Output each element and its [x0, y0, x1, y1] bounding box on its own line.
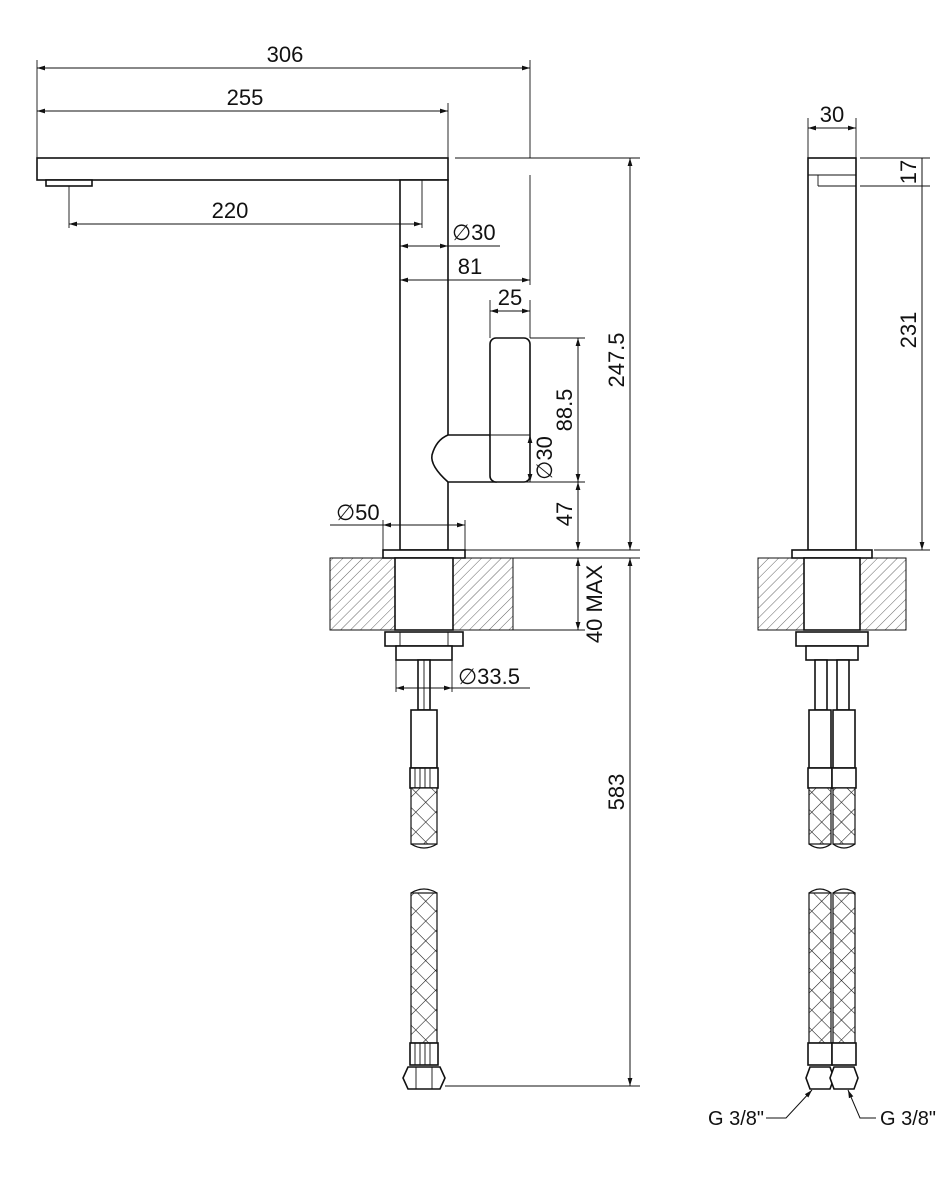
side-hose-nut-right — [829, 1066, 859, 1090]
connection-label-left: G 3/8" — [708, 1108, 764, 1130]
hose-nut — [402, 1066, 446, 1090]
dim-shank-diameter: ∅33.5 — [458, 664, 520, 689]
dim-handle-width: 25 — [498, 285, 522, 310]
side-deck-right — [859, 557, 907, 631]
dim-side-body-height: 231 — [896, 312, 921, 349]
deck-right — [452, 557, 514, 631]
dim-handle-length: 88.5 — [552, 389, 577, 432]
dim-total-height: 247.5 — [604, 332, 629, 387]
dim-side-body-width: 30 — [820, 102, 844, 127]
lever-handle — [489, 337, 531, 483]
hose-ferrule-top — [410, 709, 438, 769]
fixing-nut — [384, 631, 464, 647]
dim-spout-length: 255 — [227, 85, 264, 110]
side-view: 30 17 231 G 3/8" G 3/8" — [708, 102, 936, 1130]
dim-base-diameter: ∅50 — [336, 500, 380, 525]
faucet-body — [399, 179, 449, 551]
side-hose-nut-left — [805, 1066, 835, 1090]
side-hose-lower-left — [808, 892, 832, 1044]
side-body — [807, 157, 857, 551]
braided-hose-lower — [410, 892, 438, 1044]
dim-handle-height: 47 — [552, 502, 577, 526]
dim-spout-to-body: 220 — [212, 198, 249, 223]
front-view: 306 255 220 ∅30 81 25 247.5 88.5 ∅30 47 … — [36, 42, 640, 1090]
dim-overall-reach: 306 — [267, 42, 304, 67]
base-flange — [382, 549, 466, 559]
side-shank — [803, 557, 861, 631]
braided-hose-upper — [410, 787, 438, 845]
dim-deck-thickness: 40 MAX — [582, 565, 607, 644]
lever-joint — [431, 434, 497, 483]
side-hose-upper-left — [808, 787, 832, 845]
connection-label-right: G 3/8" — [880, 1108, 936, 1130]
dim-side-top-height: 17 — [896, 160, 921, 184]
side-hose-lower-right — [832, 892, 856, 1044]
shank — [394, 557, 454, 631]
dim-hose-length: 583 — [604, 774, 629, 811]
dim-handle-offset: 81 — [458, 254, 482, 279]
side-nut — [795, 631, 869, 647]
side-hose-upper-right — [832, 787, 856, 845]
dim-handle-diameter: ∅30 — [532, 436, 557, 480]
aerator — [45, 179, 93, 187]
spout — [36, 157, 449, 181]
side-base-flange — [791, 549, 873, 559]
side-deck-left — [757, 557, 805, 631]
dim-body-diameter: ∅30 — [452, 220, 496, 245]
deck-left — [329, 557, 396, 631]
